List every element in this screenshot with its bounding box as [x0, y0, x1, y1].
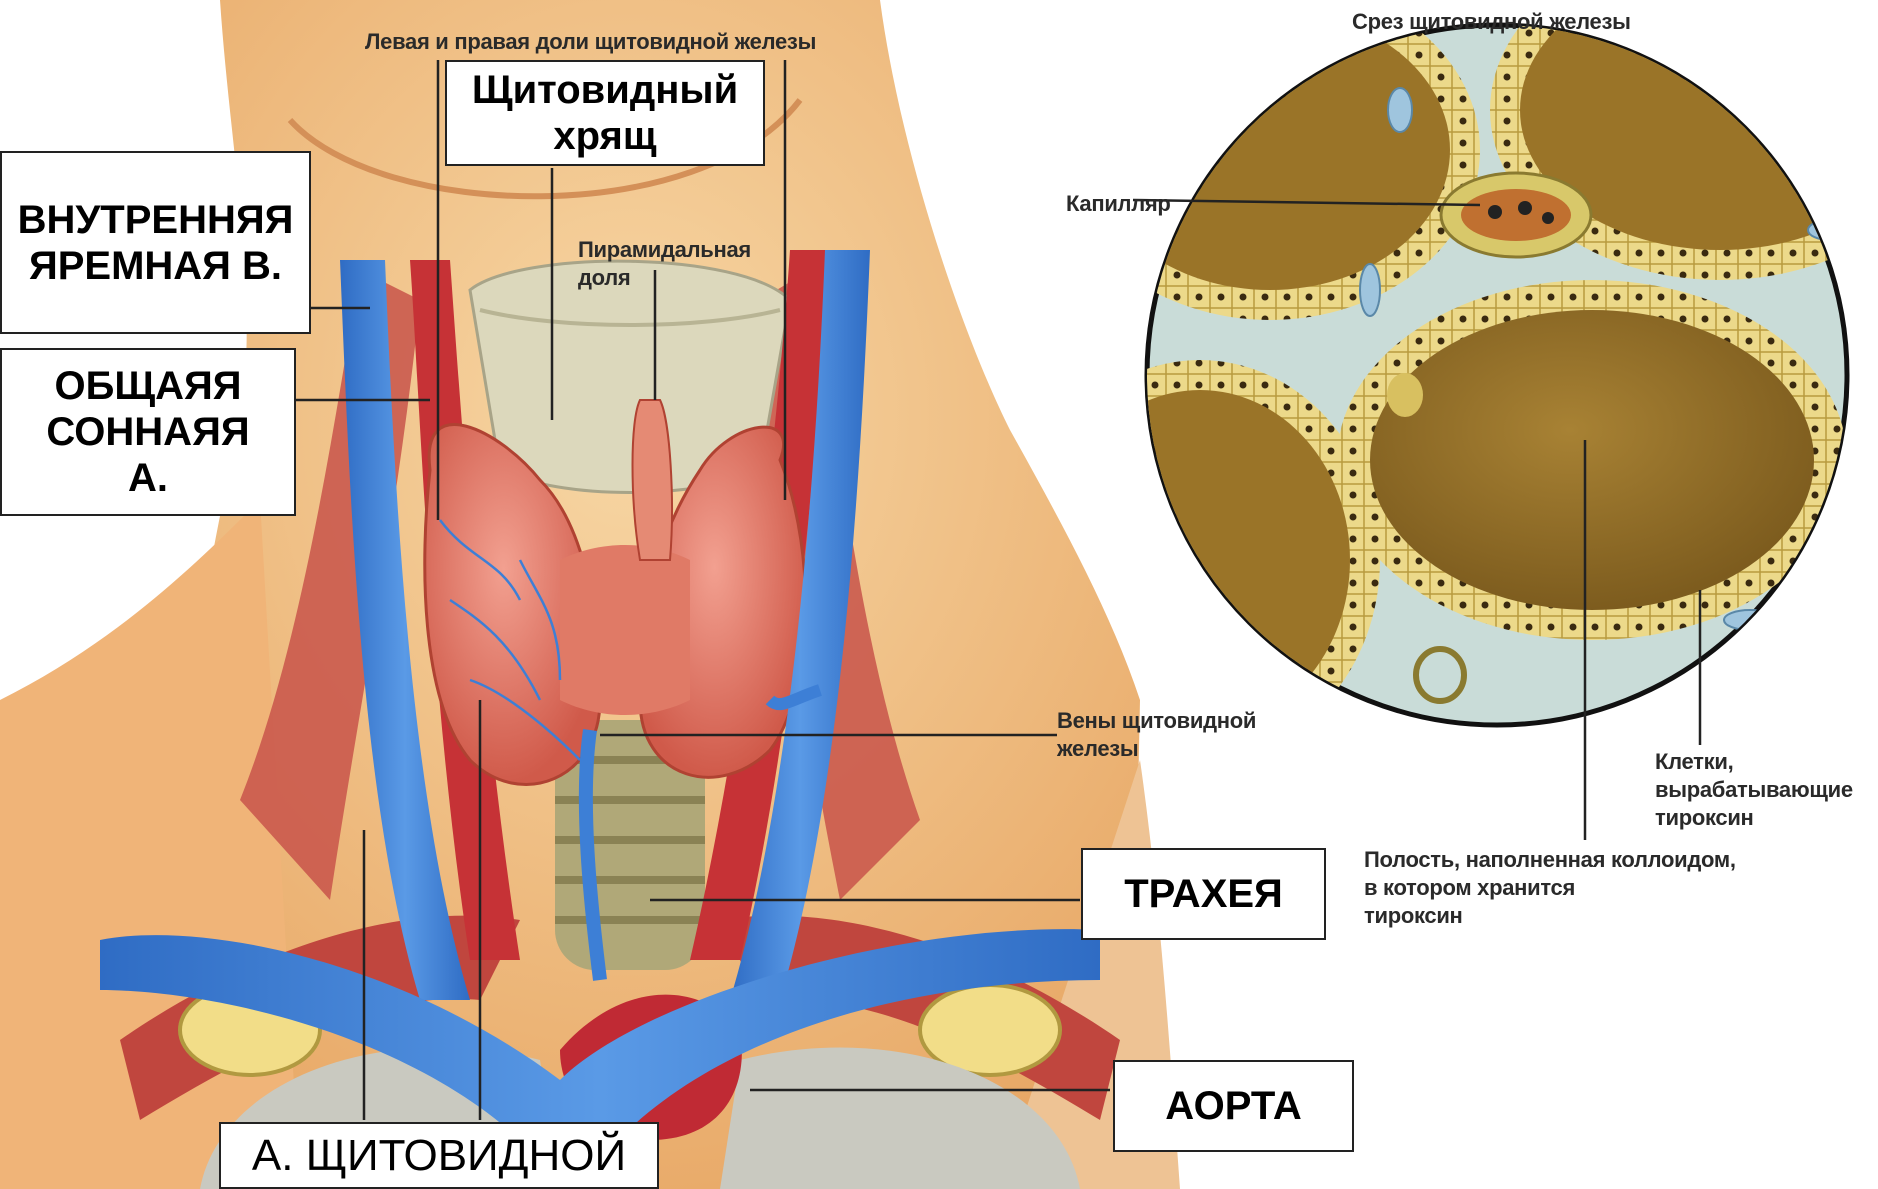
- cartilage-line1: Щитовидный: [472, 67, 738, 113]
- trachea-text: ТРАХЕЯ: [1124, 871, 1283, 917]
- label-thyroid-cartilage: Щитовидный хрящ: [445, 60, 765, 166]
- label-cavity-line3: тироксин: [1364, 902, 1736, 930]
- jugular-line2: ЯРЕМНАЯ В.: [29, 243, 282, 289]
- label-internal-jugular-vein: ВНУТРЕННЯЯ ЯРЕМНАЯ В.: [0, 151, 311, 334]
- carotid-line1: ОБЩАЯЯ: [54, 363, 241, 409]
- label-common-carotid-artery: ОБЩАЯЯ СОННАЯЯ А.: [0, 348, 296, 516]
- label-pyramidal-line2: доля: [578, 264, 751, 292]
- label-thyroid-veins: Вены щитовидной железы: [1057, 707, 1256, 763]
- label-section-title: Срез щитовидной железы: [1352, 8, 1631, 36]
- carotid-line3: А.: [128, 455, 168, 501]
- label-cavity-line2: в котором хранится: [1364, 874, 1736, 902]
- label-pyramidal-line1: Пирамидальная: [578, 236, 751, 264]
- thyroid-artery-text: А. ЩИТОВИДНОЙ: [252, 1131, 626, 1181]
- label-cells-line2: вырабатывающие: [1655, 776, 1853, 804]
- label-veins-line1: Вены щитовидной: [1057, 707, 1256, 735]
- label-veins-line2: железы: [1057, 735, 1256, 763]
- label-thyroxine-cells: Клетки, вырабатывающие тироксин: [1655, 748, 1853, 832]
- aorta-text: АОРТА: [1165, 1083, 1301, 1129]
- label-lobes: Левая и правая доли щитовидной железы: [365, 28, 816, 56]
- label-trachea: ТРАХЕЯ: [1081, 848, 1326, 940]
- cartilage-line2: хрящ: [553, 113, 656, 159]
- label-cells-line1: Клетки,: [1655, 748, 1853, 776]
- label-capillary: Капилляр: [1066, 190, 1171, 218]
- carotid-line2: СОННАЯЯ: [46, 409, 249, 455]
- thyroid-section-circle: [1020, 0, 1878, 760]
- label-pyramidal-lobe: Пирамидальная доля: [578, 236, 751, 292]
- jugular-line1: ВНУТРЕННЯЯ: [18, 197, 294, 243]
- label-thyroid-artery: А. ЩИТОВИДНОЙ: [219, 1122, 659, 1189]
- label-aorta: АОРТА: [1113, 1060, 1354, 1152]
- label-cavity-line1: Полость, наполненная коллоидом,: [1364, 846, 1736, 874]
- label-colloid-cavity: Полость, наполненная коллоидом, в которо…: [1364, 846, 1736, 930]
- label-cells-line3: тироксин: [1655, 804, 1853, 832]
